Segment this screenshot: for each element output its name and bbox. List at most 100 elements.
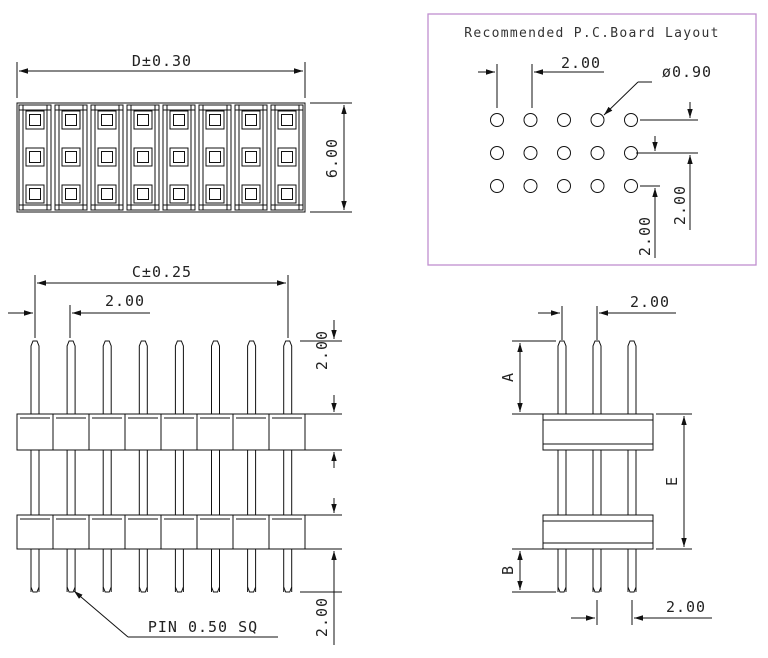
pin [592,340,602,592]
cell-outline [162,104,196,211]
pin-tip [174,586,184,593]
cell-outline [90,104,124,211]
dim-e-label: E [663,476,681,486]
pin-pad-outer [241,184,261,204]
pin-pad-inner [281,114,293,126]
pin-pad-inner [209,114,221,126]
width-dimension [16,62,306,98]
pin-pad-inner [101,188,113,200]
cell-outline [54,104,88,211]
pin-tip [102,586,112,593]
cell-outline [126,104,160,211]
pin-pad-outer [133,184,153,204]
pin-pad-inner [281,188,293,200]
pin [247,340,257,592]
cell-outline [234,104,268,211]
pin-pad-outer [133,110,153,130]
pin [211,340,220,592]
pcb-hole [590,179,605,193]
pin-pad-outer [169,184,189,204]
top-view-outline [16,102,306,213]
pin-pad-inner [245,151,257,163]
side-pitch-bottom [571,600,712,625]
pin [138,340,148,592]
pin-tip [138,586,148,593]
side-pitch-top-label: 2.00 [630,293,670,311]
pcb-hole [590,146,605,160]
pcb-hole [590,113,605,127]
pcb-hole [557,179,571,193]
pcb-hole [557,113,571,127]
pin-pad-outer [169,110,189,130]
side-pitch-top [538,306,676,340]
pcb-vpitch-label-2: 2.00 [636,216,654,256]
pin [102,340,112,592]
pcb-pitch-dimension [478,64,604,108]
pin-pad-outer [97,147,117,167]
pin [557,340,567,592]
top-pin-dim-label: 2.00 [313,330,331,370]
pcb-hole [523,113,538,127]
pin-pad-outer [277,110,297,130]
pin-pad-outer [25,147,45,167]
pcb-hole [624,146,638,160]
cell-outline [18,104,52,211]
front-view-housings [16,413,306,550]
pin-pad-inner [137,188,149,200]
side-pitch-bottom-label: 2.00 [666,598,706,616]
pin-pad-outer [25,110,45,130]
pcb-hole [624,179,638,193]
pcb-hole [523,179,538,193]
bottom-pin-dim-label: 2.00 [313,597,331,637]
pin-pad-outer [25,184,45,204]
pin-pad-inner [29,114,41,126]
pin-tip [557,586,567,593]
pcb-vertical-dimensions [636,102,698,258]
span-dimension [8,275,289,338]
hole-dia-label: ø0.90 [662,63,712,81]
pin-pad-inner [173,151,185,163]
pin-note-label: PIN 0.50 SQ [148,618,258,636]
front-view: C±0.25 2.00 2.00 2.00 PIN 0.50 SQ [8,263,342,645]
top-view-body [16,102,306,213]
pin-tip [66,586,76,593]
pin-pad-inner [173,188,185,200]
pin [174,340,184,592]
pcb-layout-panel: Recommended P.C.Board Layout 2.00 ø0.90 … [427,13,757,266]
side-view-housings [542,413,654,550]
pin-pad-outer [61,110,81,130]
side-view: 2.00 2.00 A B E [499,293,712,625]
pin-pad-inner [29,188,41,200]
pcb-hole [490,113,504,127]
pin-tip [627,586,637,593]
pin-pad-outer [241,110,261,130]
hole-dia-leader [603,81,652,116]
pin [66,340,76,592]
right-dimensions [300,320,342,645]
dim-a [512,340,556,415]
side-view-pins [557,340,637,593]
side-housing [542,413,654,451]
dim-b [512,548,556,593]
front-view-pins [30,340,293,593]
pin-pad-inner [245,114,257,126]
pin [30,340,40,592]
height-dim-label: 6.00 [323,138,341,178]
pin-pad-inner [65,188,77,200]
top-view: D±0.30 6.00 [16,52,352,213]
pin-pad-outer [277,147,297,167]
pin-pad-inner [209,188,221,200]
pitch-dim-label: 2.00 [105,292,145,310]
pcb-hole-grid [490,113,638,193]
pin-pad-outer [205,110,225,130]
width-dim-label: D±0.30 [132,52,192,70]
pin-pad-outer [241,147,261,167]
pcb-vpitch-label-1: 2.00 [671,185,689,225]
pin-pad-inner [173,114,185,126]
dim-e [656,413,692,550]
pin-pad-outer [169,147,189,167]
pin-pad-inner [137,151,149,163]
pin-pad-outer [205,147,225,167]
pin-pad-inner [281,151,293,163]
